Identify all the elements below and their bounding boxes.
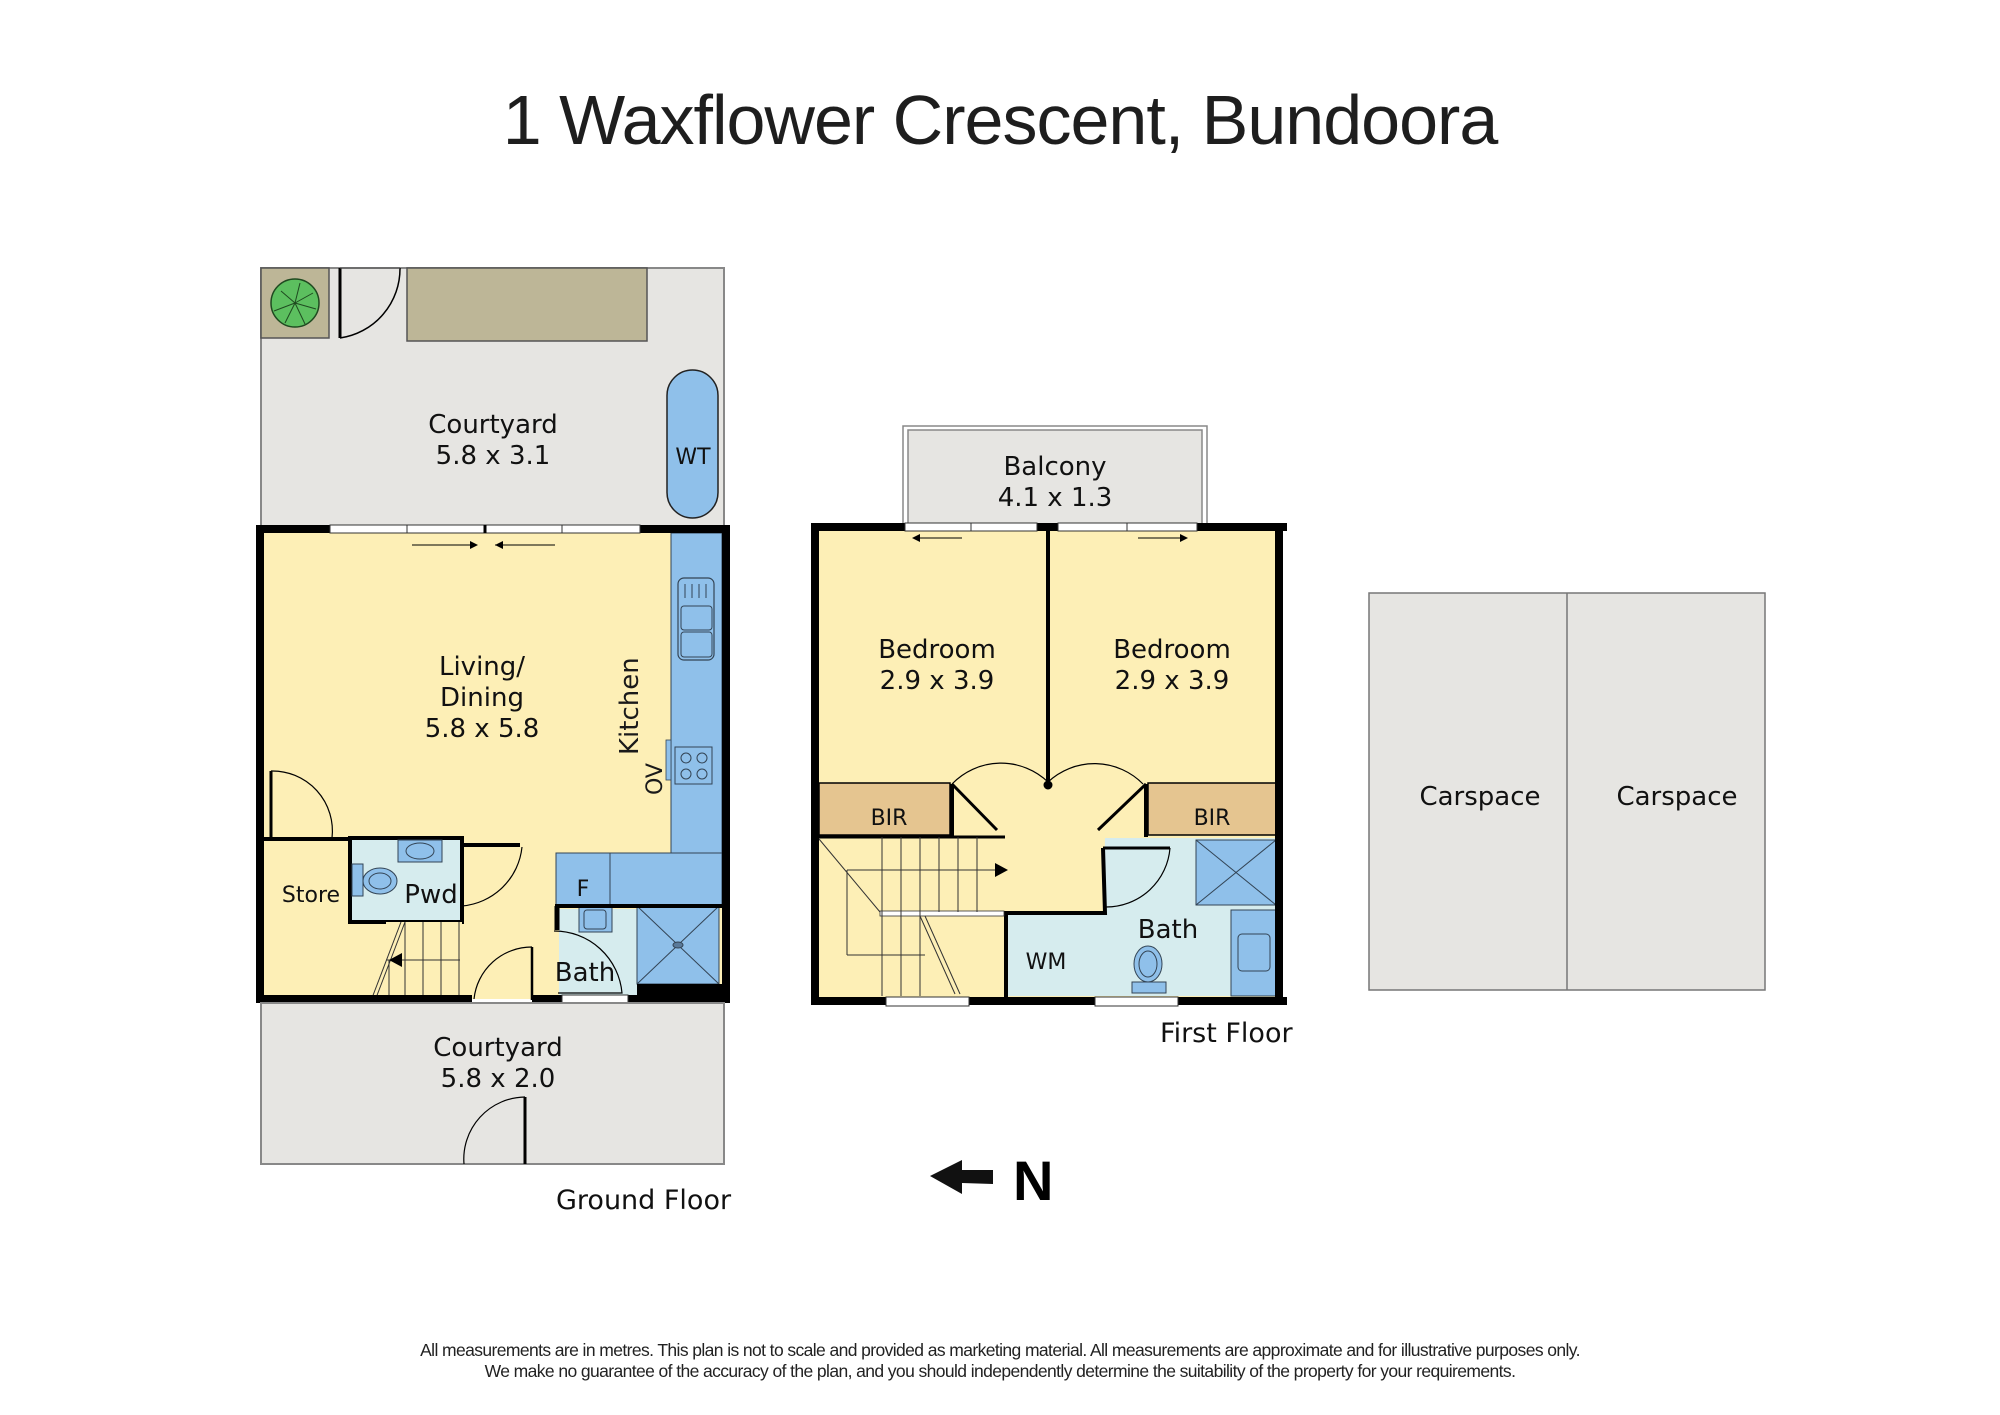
cooktop-icon: [665, 739, 713, 785]
room-label-first-bath: Bath: [1137, 915, 1199, 945]
room-label-ground-bath: Bath: [554, 958, 616, 988]
sliding-door-icon: [329, 524, 641, 549]
ground-floor-walls: [256, 525, 730, 1003]
bir-right: [1147, 782, 1277, 836]
room-dimensions: 5.8 x 2.0: [440, 1064, 556, 1094]
room-dimensions: 4.1 x 1.3: [997, 483, 1113, 513]
oven-label: OV: [643, 763, 668, 795]
north-letter: N: [1013, 1149, 1054, 1212]
sliding-door-icon: [904, 522, 1198, 542]
disclaimer-line-1: All measurements are in metres. This pla…: [420, 1340, 1580, 1360]
room-label-bir-1: BIR: [870, 806, 908, 831]
room-name: Courtyard: [433, 1033, 563, 1063]
room-label-store: Store: [281, 883, 341, 908]
page-title: 1 Waxflower Crescent, Bundoora: [502, 81, 1499, 159]
carspace-label-1: Carspace: [1419, 782, 1541, 812]
room-label-rear-courtyard: Courtyard 5.8 x 3.1: [428, 410, 557, 472]
room-dimensions: 5.8 x 3.1: [435, 441, 551, 471]
carspace-label-2: Carspace: [1616, 782, 1738, 812]
tree-icon: [270, 278, 320, 328]
room-dimensions: 2.9 x 3.9: [1114, 666, 1230, 696]
carspace-area: [1368, 592, 1766, 991]
gate-door-icon: [338, 267, 401, 339]
room-label-balcony: Balcony 4.1 x 1.3: [998, 452, 1113, 514]
north-arrow-icon: [930, 1160, 993, 1194]
room-label-living-dining: Living/ Dining 5.8 x 5.8: [425, 652, 540, 745]
room-name: Dining: [440, 683, 524, 713]
water-tank: [666, 369, 719, 519]
water-tank-label: WT: [675, 445, 711, 470]
room-label-powder: Pwd: [404, 880, 458, 910]
room-name: Balcony: [1003, 452, 1107, 482]
room-label-bedroom-1: Bedroom 2.9 x 3.9: [878, 635, 996, 697]
ground-floor-plan: [256, 267, 730, 1165]
room-dimensions: 5.8 x 5.8: [424, 714, 540, 744]
first-floor-label: First Floor: [1160, 1018, 1293, 1049]
room-label-kitchen: Kitchen: [615, 657, 645, 755]
stairs-icon: [818, 835, 1008, 996]
washing-machine-label: WM: [1025, 950, 1067, 975]
room-name: Courtyard: [428, 410, 558, 440]
garden-bed: [406, 267, 648, 342]
room-dimensions: 2.9 x 3.9: [879, 666, 995, 696]
first-floor-plan: [811, 425, 1287, 1007]
room-name: Bedroom: [878, 635, 996, 665]
stairs-icon: [371, 921, 462, 999]
fridge-label: F: [576, 877, 590, 902]
room-label-bedroom-2: Bedroom 2.9 x 3.9: [1113, 635, 1231, 697]
room-label-front-courtyard: Courtyard 5.8 x 2.0: [433, 1033, 562, 1095]
disclaimer-line-2: We make no guarantee of the accuracy of …: [484, 1361, 1516, 1381]
room-name: Living/: [438, 652, 526, 682]
room-label-bir-2: BIR: [1193, 806, 1231, 831]
ground-floor-label: Ground Floor: [556, 1185, 732, 1216]
sink-icon: [677, 577, 715, 661]
front-courtyard-area: [260, 1002, 725, 1165]
room-name: Bedroom: [1113, 635, 1231, 665]
